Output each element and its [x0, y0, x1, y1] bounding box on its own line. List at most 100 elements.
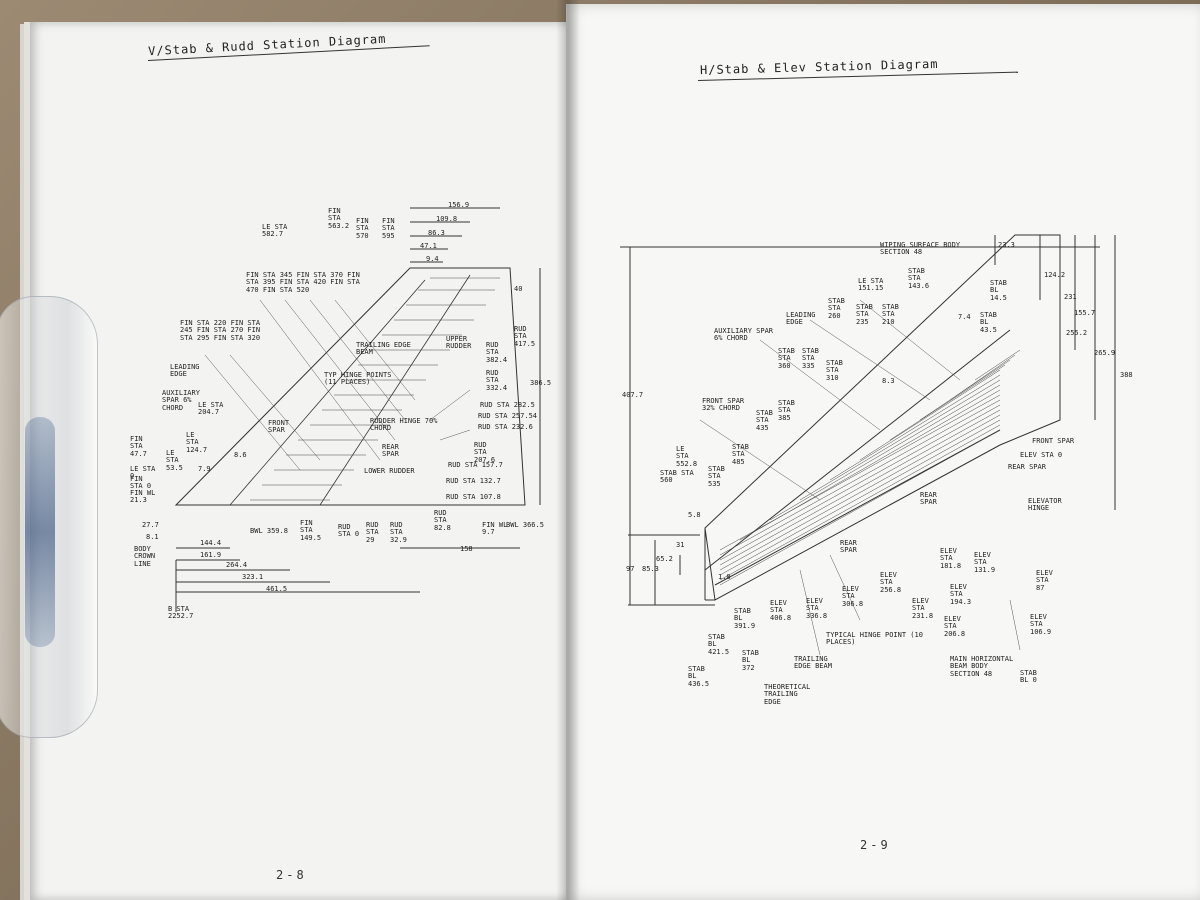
fin-sta-570: FIN STA 570: [356, 217, 369, 240]
left-page: [30, 22, 568, 900]
stab-sta-310: STAB STA 310: [826, 359, 843, 382]
front-spar-32: FRONT SPAR 32% CHORD: [702, 397, 745, 413]
dim-85-3: 85.3: [642, 565, 659, 573]
rear-spar-label: REAR SPAR: [382, 443, 399, 459]
dim-5-8: 5.8: [688, 511, 701, 519]
left-page-number: 2-8: [276, 868, 307, 882]
elev-sta-87: ELEV STA 87: [1036, 569, 1053, 592]
elev-sta-231: ELEV STA 231.8: [912, 597, 934, 620]
fin-sta-row1: FIN STA 345 FIN STA 370 FIN STA 395 FIN …: [246, 271, 360, 294]
stab-bl-372: STAB BL 372: [742, 649, 759, 672]
front-spar-label: FRONT SPAR: [268, 419, 290, 435]
dim-8-3: 8.3: [882, 377, 895, 385]
leading-edge-label: LEADING EDGE: [170, 363, 200, 379]
typ-hinge-label: TYP HINGE POINTS (11 PLACES): [324, 371, 392, 387]
stab-sta-335: STAB STA 335: [802, 347, 819, 370]
rud-sta-282: RUD STA 282.5: [480, 401, 535, 409]
dim-155-7: 155.7: [1074, 309, 1096, 317]
stab-sta-210: STAB STA 210: [882, 303, 899, 326]
dim-47-1: 47.1: [420, 242, 437, 250]
rud-sta-32: RUD STA 32.9: [390, 521, 407, 544]
rud-sta-417: RUD STA 417.5: [514, 325, 536, 348]
dim-23-3: 23.3: [998, 241, 1015, 249]
fin-sta-595: FIN STA 595: [382, 217, 395, 240]
dim-97: 97: [626, 565, 635, 573]
rud-sta-382: RUD STA 382.4: [486, 341, 508, 364]
le-sta-552: LE STA 552.8: [676, 445, 698, 468]
dim-231: 231: [1064, 293, 1077, 301]
dim-109-8: 109.8: [436, 215, 458, 223]
body-crown-label: BODY CROWN LINE: [134, 545, 156, 568]
fin-sta-149: FIN STA 149.5: [300, 519, 322, 542]
elev-sta-181: ELEV STA 181.8: [940, 547, 962, 570]
bwl-359: BWL 359.8: [250, 527, 288, 535]
main-horizontal-label: MAIN HORIZONTAL BEAM BODY SECTION 48: [950, 655, 1014, 678]
fin-sta-47: FIN STA 47.7: [130, 435, 147, 458]
stab-sta-485: STAB STA 485: [732, 443, 749, 466]
rear-spar-b: REAR SPAR: [840, 539, 857, 555]
elev-sta-206: ELEV STA 206.8: [944, 615, 966, 638]
stab-bl-43: STAB BL 43.5: [980, 311, 997, 334]
dim-1-0: 1.0: [718, 573, 731, 581]
stab-sta-360: STAB STA 360: [778, 347, 795, 370]
fin-wl-9: FIN WL 9.7: [482, 521, 508, 537]
fin-sta-563: FIN STA 563.2: [328, 207, 350, 230]
dim-264-4: 264.4: [226, 561, 248, 569]
dim-8-6: 8.6: [234, 451, 247, 459]
stab-bl-391: STAB BL 391.9: [734, 607, 756, 630]
le-sta-582: LE STA 582.7: [262, 223, 288, 239]
rudder-hatching: [250, 277, 500, 501]
dim-386-5: 386.5: [530, 379, 552, 387]
elev-sta-336: ELEV STA 336.8: [806, 597, 828, 620]
elevator-hinge-label: ELEVATOR HINGE: [1028, 497, 1062, 513]
upper-rudder-label: UPPER RUDDER: [446, 335, 472, 351]
fin-sta-row2: FIN STA 220 FIN STA 245 FIN STA 270 FIN …: [180, 319, 261, 342]
dim-461-5: 461.5: [266, 585, 288, 593]
stab-sta-235: STAB STA 235: [856, 303, 873, 326]
book-gutter: [556, 0, 580, 900]
le-sta-151: LE STA 151.15: [858, 277, 884, 293]
le-sta-124: LE STA 124.7: [186, 431, 208, 454]
trailing-edge-beam-r: TRAILING EDGE BEAM: [794, 655, 832, 671]
rud-sta-132: RUD STA 132.7: [446, 477, 501, 485]
dim-265-9: 265.9: [1094, 349, 1116, 357]
dim-161-9: 161.9: [200, 551, 222, 559]
dim-144-4: 144.4: [200, 539, 222, 547]
dim-158: 158: [460, 545, 473, 553]
elev-sta-256: ELEV STA 256.8: [880, 571, 902, 594]
fin-wl: FIN WL 21.3: [130, 489, 156, 505]
stab-bl-14: STAB BL 14.5: [990, 279, 1007, 302]
stab-sta-143: STAB STA 143.6: [908, 267, 930, 290]
elev-sta-0: ELEV STA 0: [1020, 451, 1063, 459]
elev-sta-306: ELEV STA 306.8: [842, 585, 864, 608]
aux-spar-label: AUXILIARY SPAR 6% CHORD: [162, 389, 200, 412]
dim-7-4: 7.4: [958, 313, 971, 321]
dim-388: 388: [1120, 371, 1133, 379]
elevator-hatching: [719, 349, 1021, 586]
dim-86-3: 86.3: [428, 229, 445, 237]
le-sta-0: LE STA 0: [130, 465, 156, 481]
dim-8-1: 8.1: [146, 533, 159, 541]
dim-9-4: 9.4: [426, 255, 439, 263]
rud-sta-332: RUD STA 332.4: [486, 369, 508, 392]
rud-sta-82: RUD STA 82.8: [434, 509, 451, 532]
dim-31: 31: [676, 541, 685, 549]
b-sta-label: B STA 2252.7: [168, 605, 194, 621]
dim-407-7: 407.7: [622, 391, 644, 399]
fin-sta-0: FIN STA 0: [130, 475, 152, 491]
rud-sta-232: RUD STA 232.6: [478, 423, 533, 431]
dim-7-9: 7.9: [198, 465, 211, 473]
dim-124-2: 124.2: [1044, 271, 1066, 279]
stab-sta-535: STAB STA 535: [708, 465, 725, 488]
elev-sta-106: ELEV STA 106.9: [1030, 613, 1052, 636]
rud-sta-157: RUD STA 157.7: [448, 461, 503, 469]
dim-323-1: 323.1: [242, 573, 264, 581]
dim-255-2: 255.2: [1066, 329, 1088, 337]
stab-sta-385: STAB STA 385: [778, 399, 795, 422]
front-spar-label-r: FRONT SPAR: [1032, 437, 1075, 445]
right-page: [566, 4, 1200, 900]
wiping-surface-label: WIPING SURFACE BODY SECTION 48: [880, 241, 961, 257]
elev-sta-194: ELEV STA 194.3: [950, 583, 972, 606]
